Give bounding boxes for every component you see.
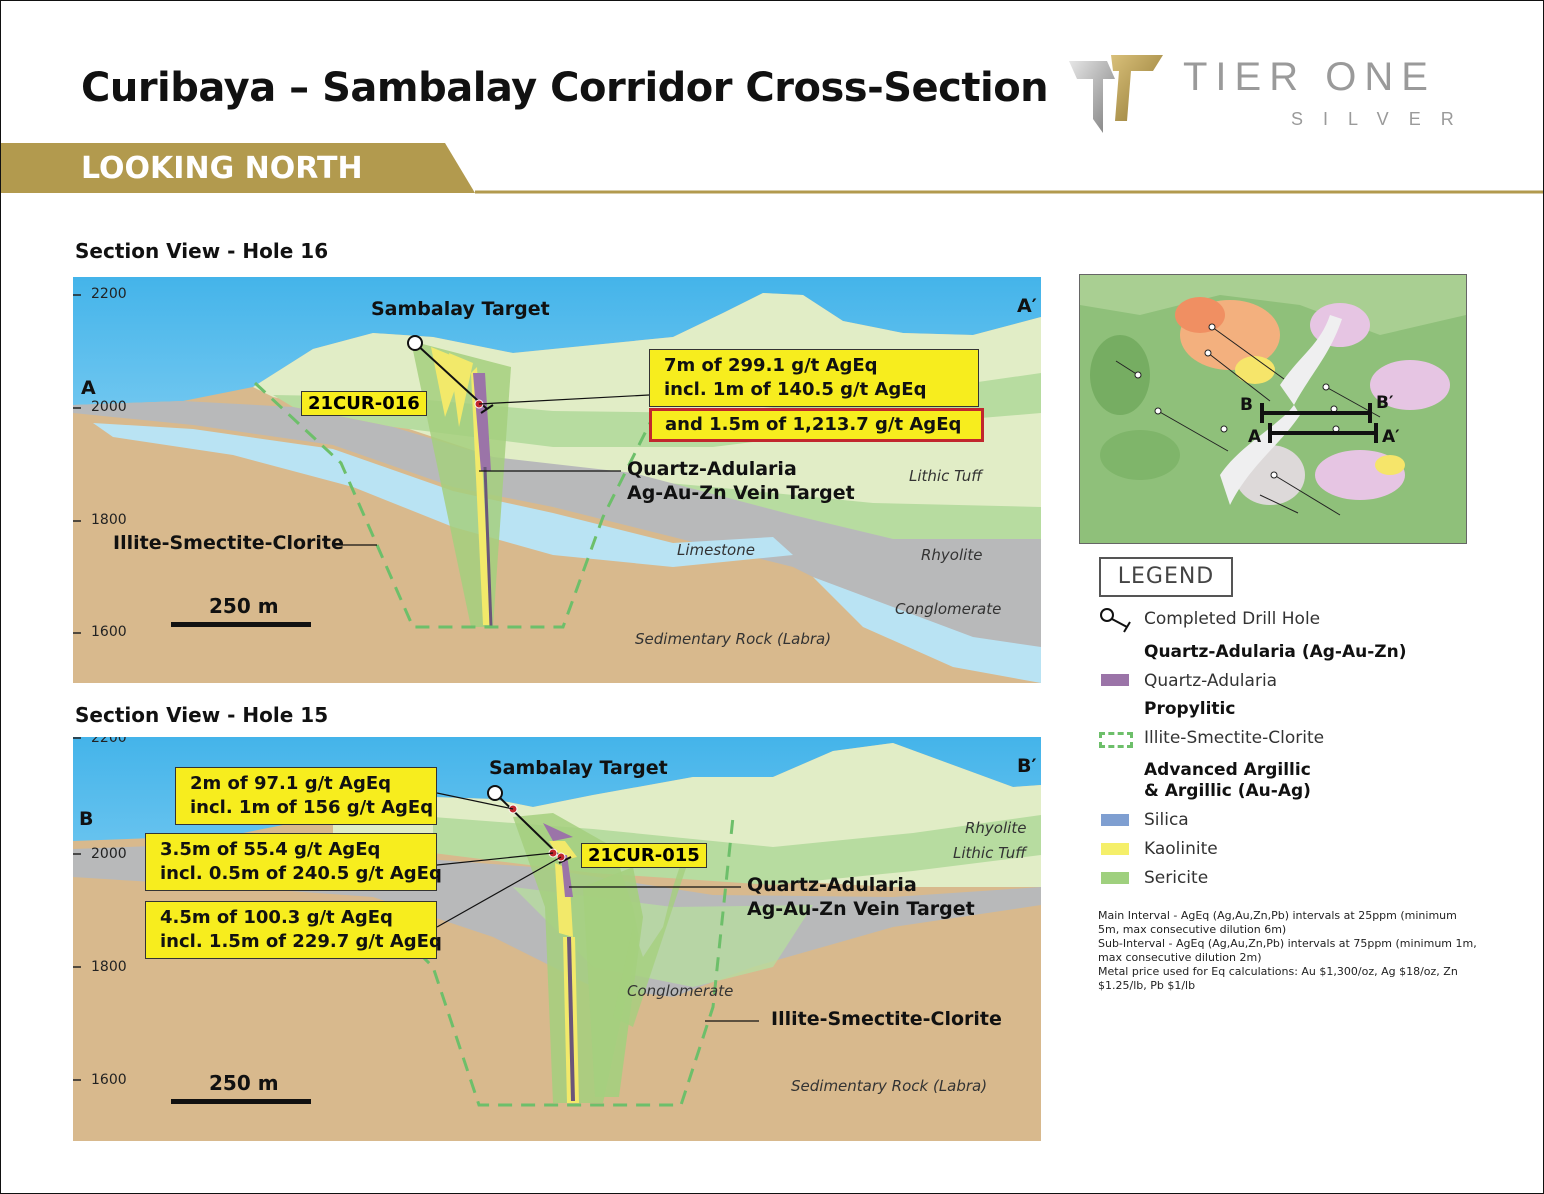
tick-1800: 1800 xyxy=(91,512,127,528)
vein-line-2: Ag-Au-Zn Vein Target xyxy=(747,898,975,920)
map-label-b-prime: B′ xyxy=(1376,393,1394,413)
methodology-notes: Main Interval - AgEq (Ag,Au,Zn,Pb) inter… xyxy=(1098,909,1478,993)
legend-advanced-argillic-heading: Advanced Argillic & Argillic (Au-Ag) xyxy=(1144,760,1311,802)
vein-target-label: Quartz-Adularia Ag-Au-Zn Vein Target xyxy=(627,457,855,505)
tick-1800: 1800 xyxy=(91,959,127,975)
legend-adv-line-2: & Argillic (Au-Ag) xyxy=(1144,781,1311,801)
intercept-line-1: 7m of 299.1 g/t AgEq xyxy=(664,355,878,376)
scale-bar-label: 250 m xyxy=(209,594,279,618)
legend-illite: Illite-Smectite-Clorite xyxy=(1144,728,1325,748)
box1-line-1: 2m of 97.1 g/t AgEq xyxy=(190,773,392,794)
section-marker-a: A xyxy=(81,377,96,399)
tier-one-logo-icon xyxy=(1069,55,1163,133)
scale-bar-label: 250 m xyxy=(209,1071,279,1095)
rock-conglomerate: Conglomerate xyxy=(627,982,734,1000)
legend-swatch-kaolinite xyxy=(1101,843,1129,855)
section2-label: Section View - Hole 15 xyxy=(75,703,329,727)
legend-silica: Silica xyxy=(1144,810,1189,830)
section-marker-b: B xyxy=(79,808,94,830)
banner-text: LOOKING NORTH xyxy=(81,151,363,186)
tick-2200: 2200 xyxy=(91,737,127,746)
intercept-box-1: 2m of 97.1 g/t AgEq incl. 1m of 156 g/t … xyxy=(175,767,437,825)
box1-line-2: incl. 1m of 156 g/t AgEq xyxy=(190,797,434,818)
tick-1600: 1600 xyxy=(91,624,127,640)
location-map-graphic xyxy=(1080,275,1466,543)
page-title: Curibaya – Sambalay Corridor Cross-Secti… xyxy=(81,65,1049,111)
box3-line-2: incl. 1.5m of 229.7 g/t AgEq xyxy=(160,931,442,952)
legend-drill-hole: Completed Drill Hole xyxy=(1144,609,1321,629)
sambalay-target-label: Sambalay Target xyxy=(371,298,550,320)
brand-name: TIER ONE xyxy=(1183,55,1436,99)
tick-2000: 2000 xyxy=(91,846,127,862)
rock-rhyolite: Rhyolite xyxy=(965,819,1027,837)
legend-swatch-silica xyxy=(1101,814,1129,826)
legend-propylitic-heading: Propylitic xyxy=(1144,699,1236,719)
intercept-box: 7m of 299.1 g/t AgEq incl. 1m of 140.5 g… xyxy=(649,349,979,407)
box2-line-2: incl. 0.5m of 240.5 g/t AgEq xyxy=(160,863,442,884)
intercept-highlight-box: and 1.5m of 1,213.7 g/t AgEq xyxy=(649,408,984,442)
section-marker-a-prime: A′ xyxy=(1017,295,1037,317)
drill-hole-icon xyxy=(1100,608,1131,633)
rock-rhyolite: Rhyolite xyxy=(921,546,983,564)
legend-quartz-adularia: Quartz-Adularia xyxy=(1144,671,1278,691)
hole-id-label: 21CUR-015 xyxy=(581,843,707,868)
tick-2000: 2000 xyxy=(91,399,127,415)
legend-kaolinite: Kaolinite xyxy=(1144,839,1218,859)
rock-conglomerate: Conglomerate xyxy=(895,600,1002,618)
section2-panel: 2200 2000 1800 1600 B B′ Sambalay Target… xyxy=(73,737,1041,1141)
legend-title: LEGEND xyxy=(1099,557,1233,597)
vein-line-1: Quartz-Adularia xyxy=(747,874,917,896)
map-label-b: B xyxy=(1240,395,1253,415)
sambalay-target-label: Sambalay Target xyxy=(489,757,668,779)
note-main-interval: Main Interval - AgEq (Ag,Au,Zn,Pb) inter… xyxy=(1098,909,1457,936)
legend-adv-line-1: Advanced Argillic xyxy=(1144,760,1311,780)
tick-1600: 1600 xyxy=(91,1072,127,1088)
intercept-line-2: incl. 1m of 140.5 g/t AgEq xyxy=(664,379,927,400)
location-map: B B′ A A′ xyxy=(1079,274,1467,544)
intercept-box-3: 4.5m of 100.3 g/t AgEq incl. 1.5m of 229… xyxy=(145,901,442,959)
section1-geology xyxy=(73,277,1041,683)
illite-label: Illite-Smectite-Clorite xyxy=(771,1008,1002,1030)
box2-line-1: 3.5m of 55.4 g/t AgEq xyxy=(160,839,381,860)
intercept-highlight: and 1.5m of 1,213.7 g/t AgEq xyxy=(665,414,962,435)
vein-line-2: Ag-Au-Zn Vein Target xyxy=(627,482,855,504)
vein-target-label: Quartz-Adularia Ag-Au-Zn Vein Target xyxy=(747,873,975,921)
legend-swatch-quartz-adularia xyxy=(1101,674,1129,686)
section1-label: Section View - Hole 16 xyxy=(75,239,329,263)
rock-lithic-tuff: Lithic Tuff xyxy=(953,844,1027,862)
legend-swatch-sericite xyxy=(1101,872,1129,884)
map-label-a-prime: A′ xyxy=(1382,427,1400,447)
rock-sedimentary: Sedimentary Rock (Labra) xyxy=(635,630,832,648)
section-marker-b-prime: B′ xyxy=(1017,755,1037,777)
note-metal-price: Metal price used for Eq calculations: Au… xyxy=(1098,965,1458,992)
legend-qa-heading: Quartz-Adularia (Ag-Au-Zn) xyxy=(1144,642,1407,662)
section1-panel: 2200 2000 1800 1600 A A′ Sambalay Target… xyxy=(73,277,1041,683)
box3-line-1: 4.5m of 100.3 g/t AgEq xyxy=(160,907,393,928)
tick-2200: 2200 xyxy=(91,286,127,302)
brand-subtitle: SILVER xyxy=(1291,109,1474,129)
rock-lithic-tuff: Lithic Tuff xyxy=(909,467,983,485)
looking-north-banner xyxy=(1,143,1543,194)
note-sub-interval: Sub-Interval - AgEq (Ag,Au,Zn,Pb) interv… xyxy=(1098,937,1477,964)
vein-line-1: Quartz-Adularia xyxy=(627,458,797,480)
intercept-box-2: 3.5m of 55.4 g/t AgEq incl. 0.5m of 240.… xyxy=(145,833,442,891)
rock-limestone: Limestone xyxy=(677,541,755,559)
rock-sedimentary: Sedimentary Rock (Labra) xyxy=(791,1077,988,1095)
legend-swatch-illite xyxy=(1099,732,1133,748)
illite-label: Illite-Smectite-Clorite xyxy=(113,532,344,554)
map-label-a: A xyxy=(1248,427,1262,447)
hole-id-label: 21CUR-016 xyxy=(301,391,427,416)
legend-sericite: Sericite xyxy=(1144,868,1209,888)
